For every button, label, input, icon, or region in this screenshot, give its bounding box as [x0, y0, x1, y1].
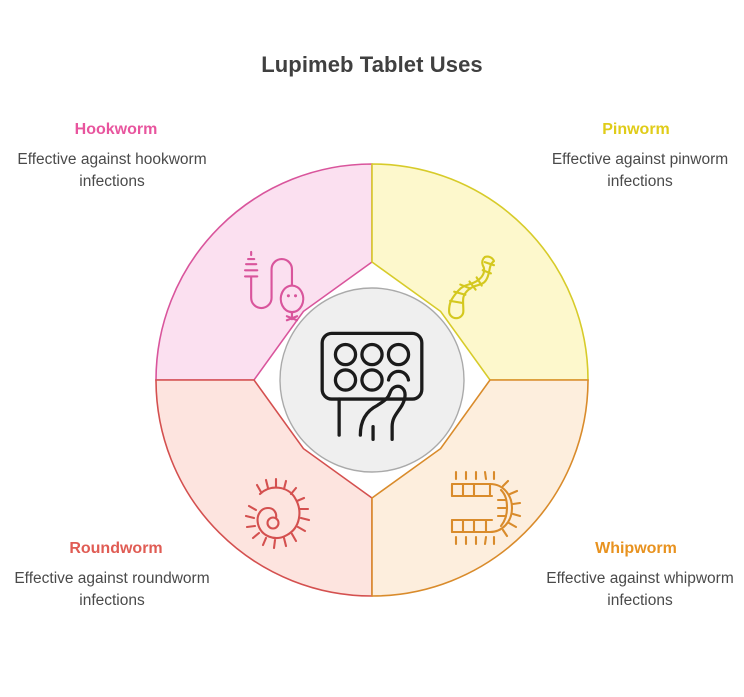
- legend-hookworm-label: Hookworm: [74, 121, 158, 138]
- legend-whipworm-description: Effective against whipworm infections: [546, 570, 734, 609]
- pinworm-worm-icon: [448, 255, 496, 320]
- hookworm-worm-icon: [243, 250, 305, 322]
- legend-pinworm: Pinworm Effective against pinworm infect…: [528, 120, 744, 193]
- wheel-svg: [155, 163, 589, 597]
- segment-whipworm[interactable]: [371, 379, 589, 597]
- legend-roundworm: Roundworm Effective against roundworm in…: [8, 539, 224, 612]
- segment-hookworm[interactable]: [155, 163, 373, 381]
- legend-hookworm-description: Effective against hookworm infections: [17, 151, 207, 190]
- legend-roundworm-description: Effective against roundworm infections: [14, 570, 210, 609]
- segment-pinworm[interactable]: [371, 163, 589, 381]
- blister-pack-tablets-hand-icon: [320, 331, 424, 442]
- center-circle: [279, 287, 465, 473]
- legend-roundworm-label: Roundworm: [69, 540, 163, 557]
- legend-whipworm-label: Whipworm: [595, 540, 677, 557]
- legend-pinworm-description: Effective against pinworm infections: [551, 151, 729, 190]
- whipworm-worm-icon: [450, 470, 522, 546]
- legend-pinworm-label: Pinworm: [602, 121, 670, 138]
- page-title: Lupimeb Tablet Uses: [261, 52, 483, 77]
- segment-roundworm[interactable]: [155, 379, 373, 597]
- legend-whipworm: Whipworm Effective against whipworm infe…: [528, 539, 744, 612]
- roundworm-worm-icon: [244, 477, 311, 550]
- legend-hookworm: Hookworm Effective against hookworm infe…: [8, 120, 224, 193]
- wheel-diagram: [148, 156, 596, 604]
